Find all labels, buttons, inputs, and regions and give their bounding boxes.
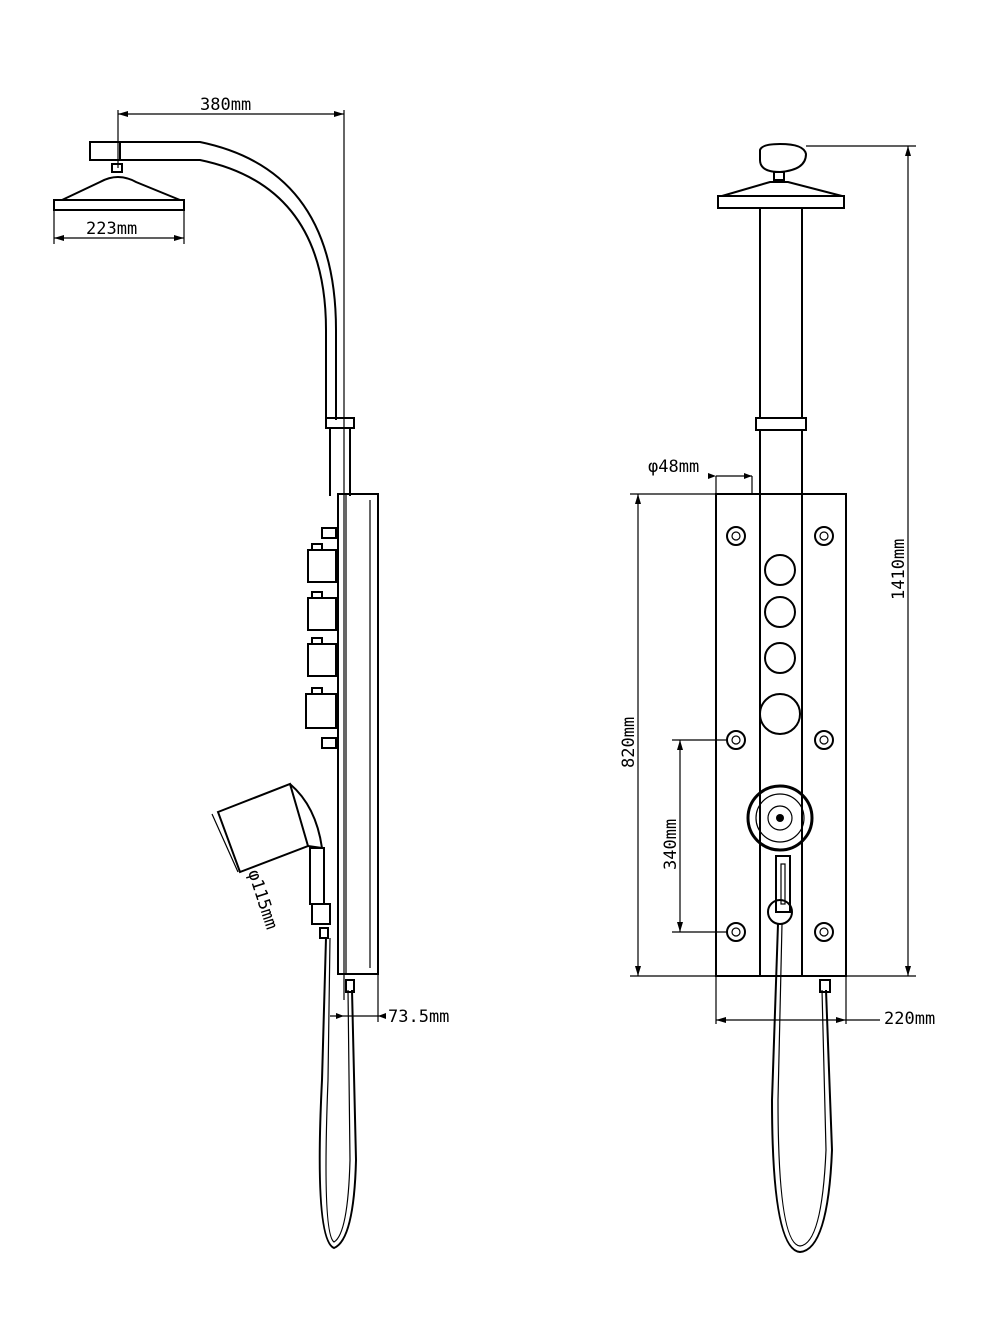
front-hose [770, 923, 834, 1254]
front-shower-head [717, 142, 845, 209]
front-hand-shower [746, 784, 814, 925]
curved-arm [100, 141, 337, 420]
dim-head-diameter: 223mm [86, 219, 137, 239]
dim-hand-shower-diameter: φ115mm [243, 867, 281, 932]
side-pipe [325, 417, 355, 496]
front-view-dimensions: φ48mm 1410mm 820mm 340mm 220mm [619, 145, 935, 1029]
dim-arm-reach: 380mm [200, 95, 251, 115]
dim-panel-width: 220mm [884, 1009, 935, 1029]
side-panel-body [337, 493, 379, 975]
side-view [53, 141, 379, 1250]
side-hand-shower [216, 782, 331, 939]
front-view [715, 142, 847, 1254]
dim-panel-depth: 73.5mm [388, 1007, 449, 1027]
dim-panel-height: 820mm [619, 717, 639, 768]
dim-total-height: 1410mm [889, 539, 909, 600]
side-control-knobs [305, 527, 337, 749]
dim-pipe-diameter: φ48mm [648, 457, 699, 477]
front-pipe [755, 208, 807, 976]
rain-shower-head [53, 141, 185, 211]
side-hose [318, 937, 358, 1250]
side-view-dimensions: 380mm 223mm φ115mm 73.5mm [53, 95, 449, 1027]
front-control-knobs [759, 554, 801, 735]
dim-mount-spacing: 340mm [661, 819, 681, 870]
mounting-screws [726, 526, 834, 942]
